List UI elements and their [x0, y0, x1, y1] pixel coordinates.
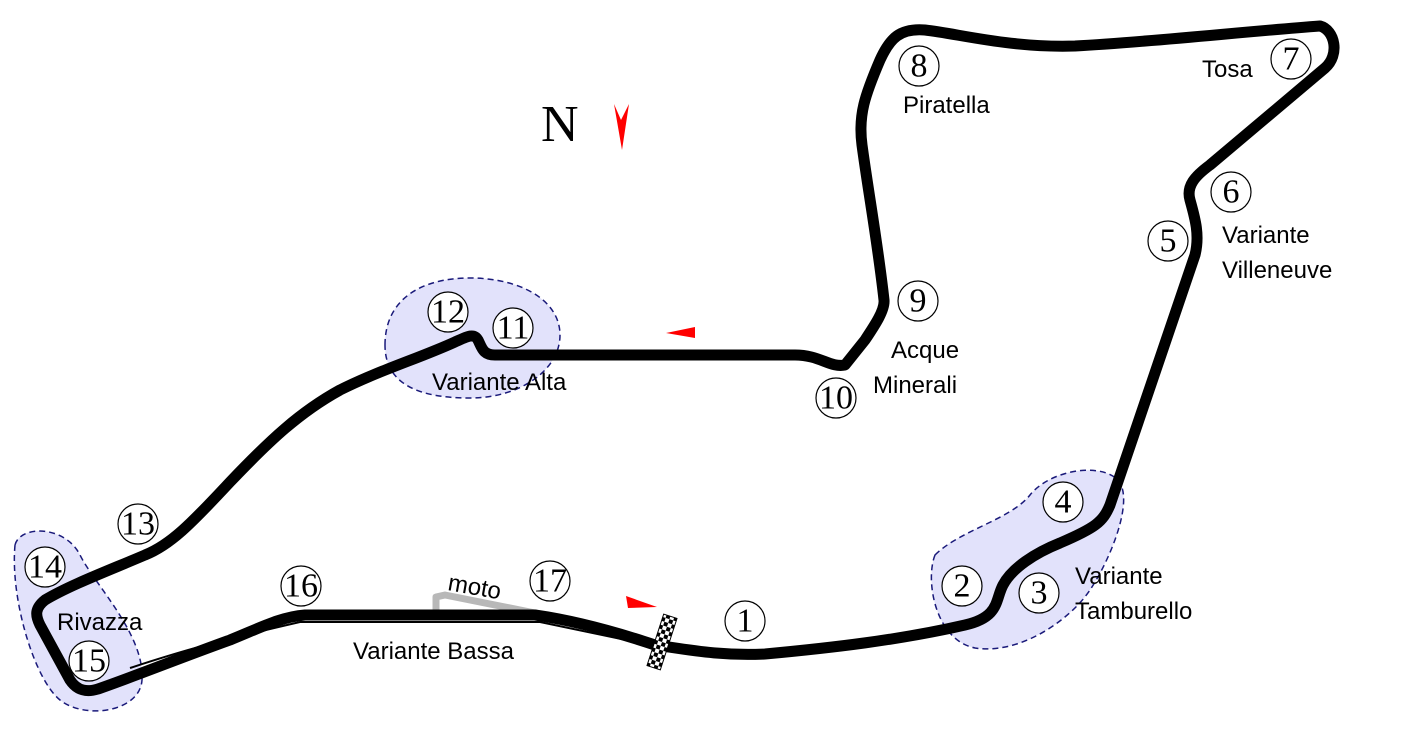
- svg-text:15: 15: [72, 643, 106, 680]
- corner-name-piratella: Piratella: [903, 92, 990, 119]
- corner-marker-16: 16: [280, 565, 322, 607]
- svg-text:13: 13: [121, 506, 155, 543]
- svg-text:9: 9: [910, 283, 927, 320]
- svg-text:2: 2: [954, 568, 971, 605]
- corner-marker-6: 6: [1210, 171, 1252, 213]
- corner-marker-4: 4: [1042, 481, 1084, 523]
- corner-name-variante-alta: Variante Alta: [432, 369, 567, 396]
- compass-north-label: N: [541, 96, 579, 153]
- svg-text:16: 16: [284, 568, 318, 605]
- corner-marker-8: 8: [898, 45, 940, 87]
- start-finish-line: [646, 613, 678, 671]
- corner-marker-2: 2: [941, 565, 983, 607]
- svg-text:6: 6: [1223, 174, 1240, 211]
- corner-name-variante-bassa: Variante Bassa: [353, 638, 515, 665]
- corner-name-rivazza: Rivazza: [57, 609, 143, 636]
- corner-marker-1: 1: [724, 600, 766, 642]
- corner-name-villeneuve-line2: Villeneuve: [1222, 257, 1332, 284]
- direction-arrow-alta: [666, 327, 695, 338]
- compass-arrow-icon: [614, 104, 629, 150]
- corner-marker-14: 14: [24, 546, 66, 588]
- corner-marker-12: 12: [427, 291, 469, 333]
- svg-text:7: 7: [1283, 41, 1300, 78]
- svg-text:14: 14: [28, 549, 62, 586]
- svg-text:11: 11: [497, 310, 530, 347]
- corner-name-acque-line2: Minerali: [873, 372, 957, 399]
- svg-text:1: 1: [737, 603, 754, 640]
- corner-marker-3: 3: [1018, 572, 1060, 614]
- corner-name-acque-line1: Acque: [891, 337, 959, 364]
- corner-marker-7: 7: [1270, 38, 1312, 80]
- svg-text:8: 8: [911, 48, 928, 85]
- corner-marker-13: 13: [117, 503, 159, 545]
- corner-marker-5: 5: [1147, 220, 1189, 262]
- svg-text:17: 17: [533, 563, 567, 600]
- track-outline: [31, 20, 1340, 697]
- direction-arrow-start: [626, 596, 657, 608]
- corner-name-tamburello-line2: Tamburello: [1075, 598, 1192, 625]
- corner-marker-15: 15: [68, 640, 110, 682]
- svg-text:5: 5: [1160, 223, 1177, 260]
- corner-marker-10: 10: [815, 377, 857, 419]
- svg-text:4: 4: [1055, 484, 1072, 521]
- svg-text:12: 12: [431, 294, 465, 331]
- moto-chicane: [432, 591, 541, 618]
- corner-name-villeneuve-line1: Variante: [1222, 222, 1310, 249]
- corner-marker-17: 17: [529, 560, 571, 602]
- corner-marker-11: 11: [492, 307, 534, 349]
- corner-name-tosa: Tosa: [1202, 56, 1253, 83]
- svg-text:3: 3: [1031, 575, 1048, 612]
- svg-text:10: 10: [819, 380, 853, 417]
- corner-name-tamburello-line1: Variante: [1075, 563, 1163, 590]
- corner-marker-9: 9: [897, 280, 939, 322]
